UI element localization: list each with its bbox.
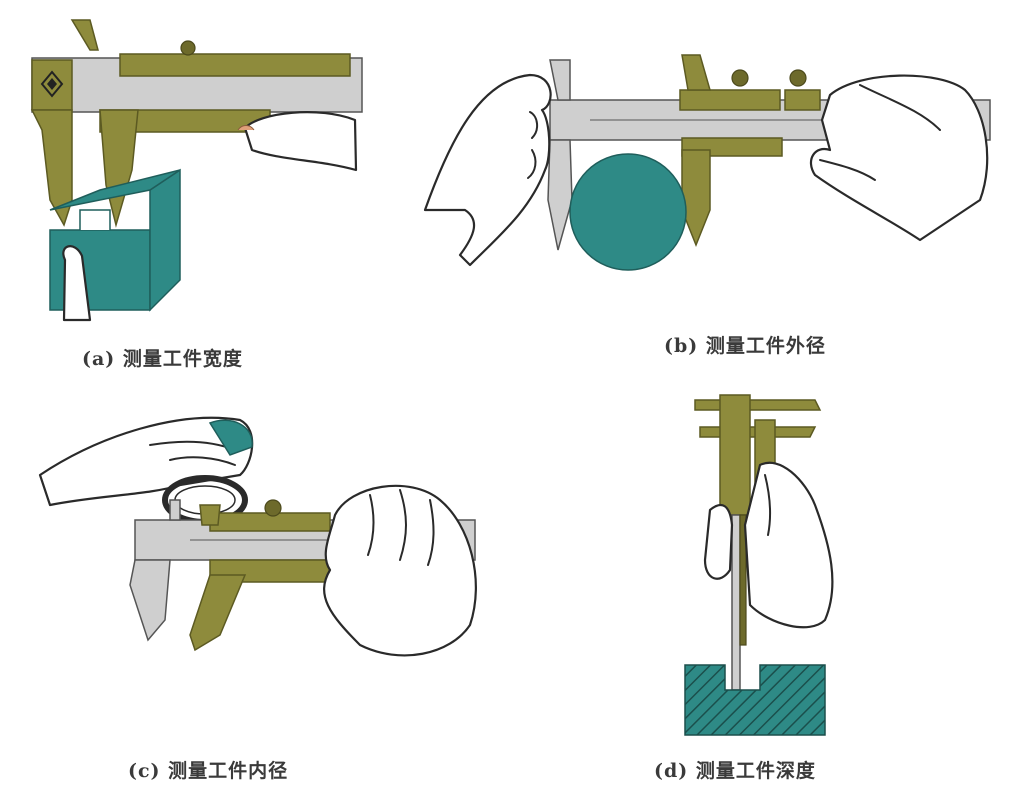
caliper-lower-moving-jaw [99, 109, 139, 228]
caption-c: (c) 测量工件内径 [128, 760, 289, 782]
caliper-fixed-jaw [70, 19, 99, 51]
depth-rod-scale [739, 514, 747, 646]
caliper-inner-fixed-jaw [169, 499, 181, 521]
caliper-slider [679, 89, 781, 111]
caliper-main-beam [719, 394, 751, 516]
caliper-fixed-jaw [549, 59, 571, 101]
panel-d-depth-measurement [684, 394, 834, 736]
left-hand [703, 503, 734, 580]
depth-rod [731, 514, 741, 691]
locking-screw-2 [789, 69, 807, 87]
fine-adjust-slider [784, 89, 821, 111]
panel-a-width-measurement [30, 19, 363, 322]
left-thumb [62, 245, 92, 322]
caliper-lower-fixed-jaw [30, 109, 73, 227]
caption-b: (b) 测量工件外径 [664, 335, 826, 357]
workpiece-ring-top [208, 419, 253, 456]
caliper-inner-moving-jaw [199, 504, 221, 526]
right-hand [743, 461, 834, 629]
right-hand [323, 484, 477, 657]
caption-a: (a) 测量工件宽度 [82, 348, 243, 370]
caliper-lower-fixed-jaw [129, 559, 171, 642]
caliper-upper-moving-jaw [681, 54, 711, 91]
workpiece-cylinder [569, 153, 687, 271]
caliper-slider [119, 53, 351, 77]
diamond-logo-icon [40, 70, 64, 98]
caliper-lower-fixed-jaw [547, 139, 573, 251]
caliper-lower-moving-jaw [189, 574, 247, 652]
right-hand-finger [243, 111, 358, 172]
panel-c-inner-diameter-measurement [38, 416, 477, 657]
left-hand [423, 73, 552, 267]
caliper-lower-moving-jaw [681, 149, 711, 248]
panel-b-outer-diameter-measurement [423, 54, 991, 271]
right-hand [809, 74, 989, 242]
caliper-fixed-jaw [694, 399, 822, 411]
locking-screw [264, 499, 282, 517]
locking-screw-1 [731, 69, 749, 87]
caption-d: (d) 测量工件深度 [654, 760, 816, 782]
hatched-workpiece-block [684, 664, 826, 736]
locking-screw [180, 40, 196, 56]
